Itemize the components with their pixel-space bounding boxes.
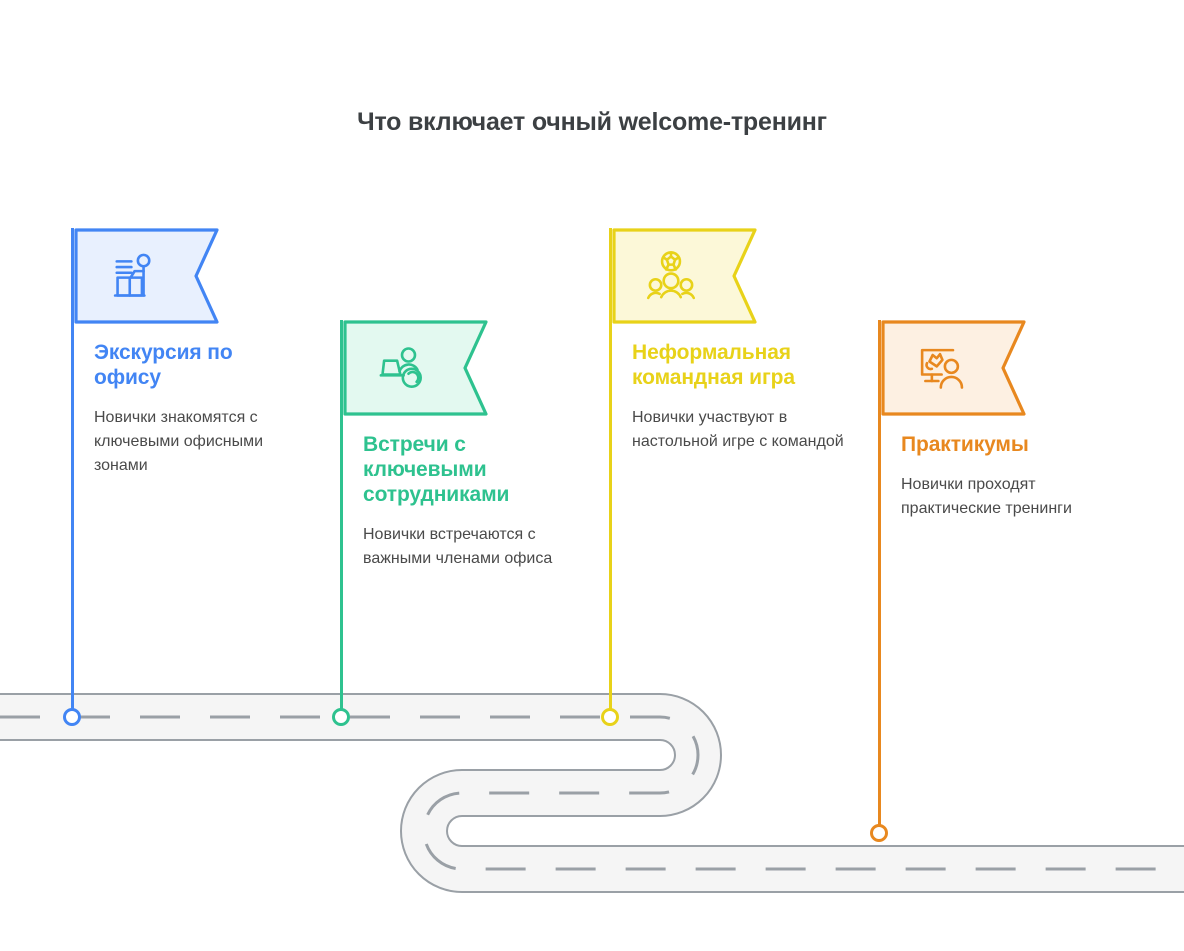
milestone-heading: Практикумы: [901, 433, 1029, 456]
milestone-pole: [340, 320, 343, 717]
road-marker-workshops[interactable]: [870, 824, 888, 842]
road-marker-meetings[interactable]: [332, 708, 350, 726]
milestone-body: Новички участвуют в настольной игре с ко…: [632, 409, 844, 450]
person-at-desk-icon: [107, 250, 159, 302]
milestone-flag: [74, 228, 219, 324]
milestone-pole: [878, 320, 881, 833]
milestone-heading: Экскурсия по офису: [94, 341, 233, 389]
milestone-body: Новички знакомятся с ключевыми офисными …: [94, 409, 264, 474]
milestone-heading: Неформальная командная игра: [632, 341, 795, 389]
road-marker-team-game[interactable]: [601, 708, 619, 726]
soccer-ball-team-icon: [645, 250, 697, 302]
laptop-people-icon: [376, 342, 428, 394]
milestone-heading: Встречи с ключевыми сотрудниками: [363, 433, 510, 506]
milestone-body: Новички проходят практические тренинги: [901, 476, 1072, 517]
presentation-person-icon: [914, 342, 966, 394]
page-title: Что включает очный welcome-тренинг: [357, 108, 827, 136]
milestone-body: Новички встречаются с важными членами оф…: [363, 526, 553, 567]
milestone-pole: [71, 228, 74, 717]
road-marker-excursion[interactable]: [63, 708, 81, 726]
milestone-flag: [881, 320, 1026, 416]
milestone-flag: [612, 228, 757, 324]
milestone-pole: [609, 228, 612, 717]
